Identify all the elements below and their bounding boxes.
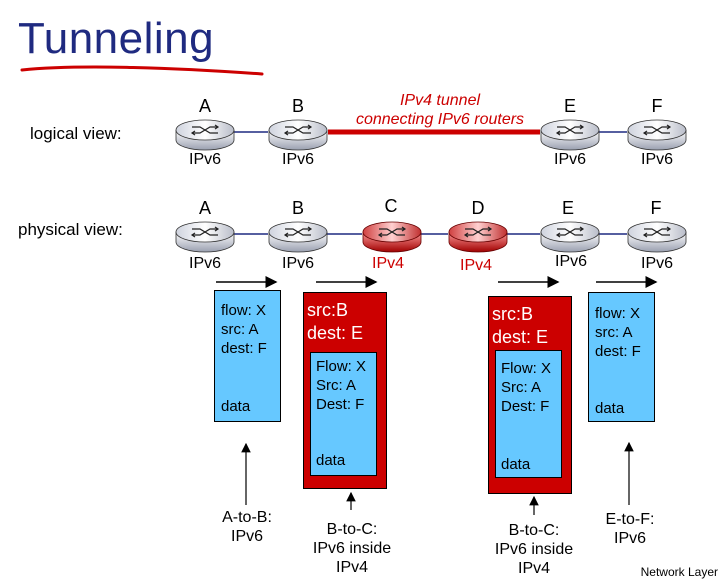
router-icon	[175, 221, 235, 253]
router-name: E	[561, 198, 575, 218]
packet-src: Src: A	[501, 379, 542, 396]
router-name: F	[650, 198, 662, 218]
router-name: B	[291, 96, 305, 116]
tunnel-label-line2: connecting IPv6 routers	[355, 111, 525, 128]
ipv6-datagram: Flow: X Src: A Dest: F data	[310, 352, 377, 476]
router-icon	[540, 221, 600, 253]
caption-a-to-b: A-to-B: IPv6	[222, 508, 272, 546]
packet-flow: flow: X	[221, 302, 267, 319]
router-icon	[268, 119, 328, 151]
ipv6-datagram: Flow: X Src: A Dest: F data	[495, 350, 562, 478]
page-title: Tunneling	[18, 14, 215, 63]
router-name: C	[384, 196, 398, 216]
packet-data: data	[595, 400, 625, 417]
router-name: D	[471, 198, 485, 218]
router-icon	[627, 119, 687, 151]
tunnel-label-line1: IPv4 tunnel	[399, 92, 481, 109]
caption-line: IPv6 inside	[494, 541, 574, 558]
packet-dest: dest: F	[221, 340, 267, 357]
router-proto: IPv6	[554, 253, 588, 270]
router-proto: IPv6	[281, 255, 315, 272]
packet-dest: Dest: F	[316, 396, 365, 413]
title-underline	[20, 65, 264, 76]
caption-e-to-f: E-to-F: IPv6	[606, 510, 655, 548]
caption-line: A-to-B:	[222, 509, 272, 526]
ipv4-header-dest: dest: E	[307, 323, 364, 343]
packet-flow: flow: X	[595, 305, 641, 322]
caption-line: IPv4	[335, 559, 369, 576]
router-icon-ipv4	[362, 221, 422, 253]
tunnel-label: IPv4 tunnel connecting IPv6 routers	[356, 91, 524, 129]
packet-src: src: A	[595, 324, 633, 341]
caption-line: IPv4	[517, 560, 551, 577]
router-proto: IPv6	[188, 255, 222, 272]
caption-line: B-to-C:	[508, 522, 560, 539]
ipv4-header-src: src:B	[492, 304, 534, 324]
packet-flow: Flow: X	[316, 358, 367, 375]
packet-dest: Dest: F	[501, 398, 550, 415]
router-icon	[540, 119, 600, 151]
router-icon	[268, 221, 328, 253]
ipv6-datagram: flow: X src: A dest: F data	[214, 290, 281, 422]
router-name: F	[651, 96, 663, 116]
router-name: E	[563, 96, 577, 116]
caption-line: E-to-F:	[605, 511, 655, 528]
router-icon-ipv4	[448, 221, 508, 253]
router-proto: IPv6	[640, 255, 674, 272]
ipv4-datagram: src:B dest: E Flow: X Src: A Dest: F dat…	[488, 296, 572, 494]
caption-line: IPv6	[613, 530, 647, 547]
packet-src: src: A	[221, 321, 259, 338]
router-name: A	[198, 198, 212, 218]
logical-view-label: logical view:	[30, 124, 122, 143]
router-proto: IPv6	[553, 151, 587, 168]
router-icon	[175, 119, 235, 151]
ipv4-datagram: src:B dest: E Flow: X Src: A Dest: F dat…	[303, 292, 387, 489]
packet-dest: dest: F	[595, 343, 641, 360]
router-proto: IPv6	[640, 151, 674, 168]
caption-b-to-c: B-to-C: IPv6 inside IPv4	[313, 520, 391, 577]
caption-line: B-to-C:	[326, 521, 378, 538]
caption-line: IPv6	[230, 528, 264, 545]
caption-b-to-c: B-to-C: IPv6 inside IPv4	[495, 521, 573, 578]
packet-flow: Flow: X	[501, 360, 552, 377]
router-proto: IPv6	[188, 151, 222, 168]
packet-data: data	[316, 452, 346, 469]
physical-view-label: physical view:	[18, 220, 123, 239]
footer-label: Network Layer	[640, 565, 718, 579]
router-proto-ipv4: IPv4	[371, 255, 405, 272]
caption-line: IPv6 inside	[312, 540, 392, 557]
packet-data: data	[501, 456, 531, 473]
ipv4-header-src: src:B	[307, 300, 349, 320]
router-proto-ipv4: IPv4	[459, 257, 493, 274]
ipv4-header-dest: dest: E	[492, 327, 549, 347]
packet-src: Src: A	[316, 377, 357, 394]
router-proto: IPv6	[281, 151, 315, 168]
router-name: A	[198, 96, 212, 116]
router-name: B	[291, 198, 305, 218]
router-icon	[627, 221, 687, 253]
packet-data: data	[221, 398, 251, 415]
ipv6-datagram: flow: X src: A dest: F data	[588, 292, 655, 422]
